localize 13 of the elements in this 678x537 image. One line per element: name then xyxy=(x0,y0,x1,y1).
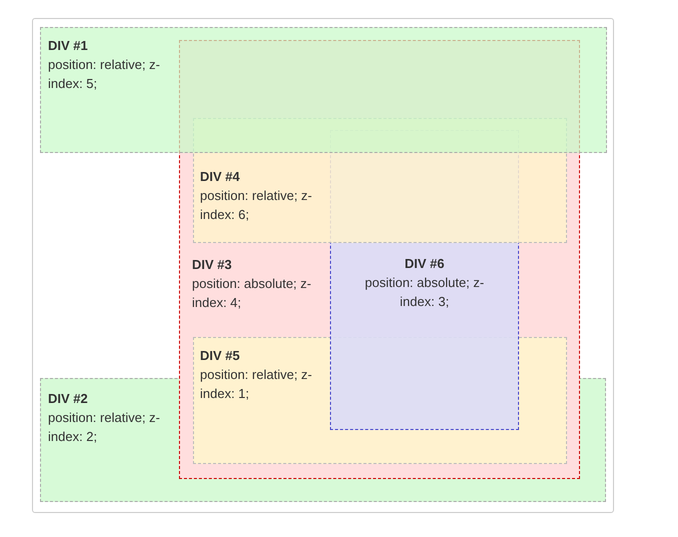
box-heading: DIV #1 xyxy=(48,38,88,53)
box-heading: DIV #2 xyxy=(48,391,88,406)
box-text: position: relative; z-index: 6; xyxy=(200,187,313,224)
box-text: position: relative; z-index: 5; xyxy=(48,56,161,93)
box-text: position: relative; z-index: 2; xyxy=(48,409,161,446)
box-text: position: relative; z-index: 1; xyxy=(200,366,313,403)
box-text: position: absolute; z-index: 4; xyxy=(192,275,312,312)
box-heading: DIV #6 xyxy=(404,256,446,271)
box-heading: DIV #3 xyxy=(192,257,232,272)
box-heading: DIV #4 xyxy=(200,169,240,184)
box-heading: DIV #5 xyxy=(200,348,240,363)
box-text: position: absolute; z-index: 3; xyxy=(364,274,486,311)
layer-box xyxy=(40,27,607,153)
